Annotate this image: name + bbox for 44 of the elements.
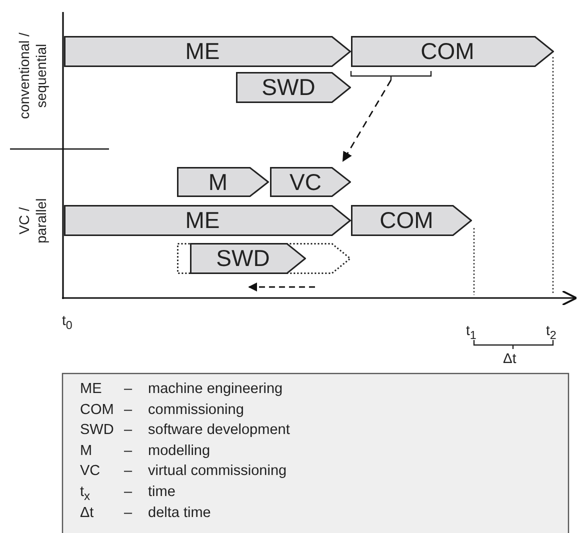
legend-description: software development <box>148 422 290 439</box>
legend-description: time <box>148 484 176 501</box>
legend-dash: – <box>124 422 132 439</box>
legend-description: machine engineering <box>148 381 283 398</box>
phase-label: ME <box>185 209 220 232</box>
placeholder-outline <box>177 243 351 274</box>
legend-dash: – <box>124 402 132 418</box>
phase-label: SWD <box>216 247 270 270</box>
legend-description: virtual commissioning <box>148 463 287 480</box>
legend-dash: – <box>124 442 132 460</box>
legend-term: COM <box>80 402 114 418</box>
legend-term: ME <box>80 381 102 398</box>
legend-dash: – <box>124 484 132 501</box>
legend-term: SWD <box>80 422 114 439</box>
axis-label: conventional / sequential <box>16 32 50 121</box>
phase-bar <box>190 243 306 274</box>
legend-dash: – <box>124 463 132 480</box>
axis-label: VC / parallel <box>16 197 50 246</box>
phase-bar <box>270 167 351 197</box>
phase-label: SWD <box>262 76 316 99</box>
time-label: t$_{2}$ <box>546 322 556 342</box>
legend-description: delta time <box>148 504 211 522</box>
legend-description: modelling <box>148 442 210 460</box>
phase-label: ME <box>185 40 220 63</box>
delta-label: Δt <box>503 350 516 366</box>
time-label: t$_{0}$ <box>62 312 72 332</box>
legend-dash: – <box>124 504 132 522</box>
phase-bar <box>351 36 554 67</box>
legend-term: VC <box>80 463 100 480</box>
phase-label: VC <box>290 170 322 194</box>
time-label: t$_{1}$ <box>466 322 476 342</box>
phase-label: M <box>208 170 228 194</box>
phase-bar <box>64 36 351 67</box>
legend-term: t$_{x}$ <box>80 484 90 504</box>
legend-term: Δt <box>80 504 94 522</box>
legend-term: M <box>80 442 92 460</box>
phase-label: COM <box>380 209 434 232</box>
legend-dash: – <box>124 381 132 398</box>
phase-bar <box>236 72 351 103</box>
arrow <box>342 80 392 162</box>
phase-label: COM <box>420 40 474 63</box>
phase-bar <box>177 167 269 197</box>
legend-description: commissioning <box>148 402 244 418</box>
phase-bar <box>351 205 472 236</box>
